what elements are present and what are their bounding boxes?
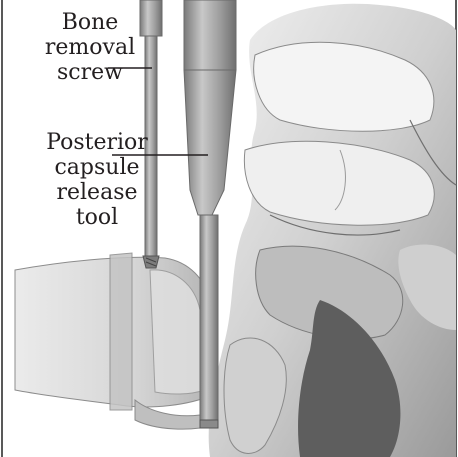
bone-removal-screw-label: Bone removal screw: [30, 10, 150, 85]
bone-anatomy: [209, 4, 456, 457]
implant-block: [15, 253, 215, 429]
label-line: release: [22, 180, 172, 205]
capsule-release-tool-label: Posterior capsule release tool: [22, 130, 172, 230]
label-line: tool: [22, 205, 172, 230]
label-line: capsule: [22, 155, 172, 180]
label-line: Posterior: [22, 130, 172, 155]
label-line: removal: [30, 35, 150, 60]
label-line: screw: [30, 60, 150, 85]
label-line: Bone: [30, 10, 150, 35]
